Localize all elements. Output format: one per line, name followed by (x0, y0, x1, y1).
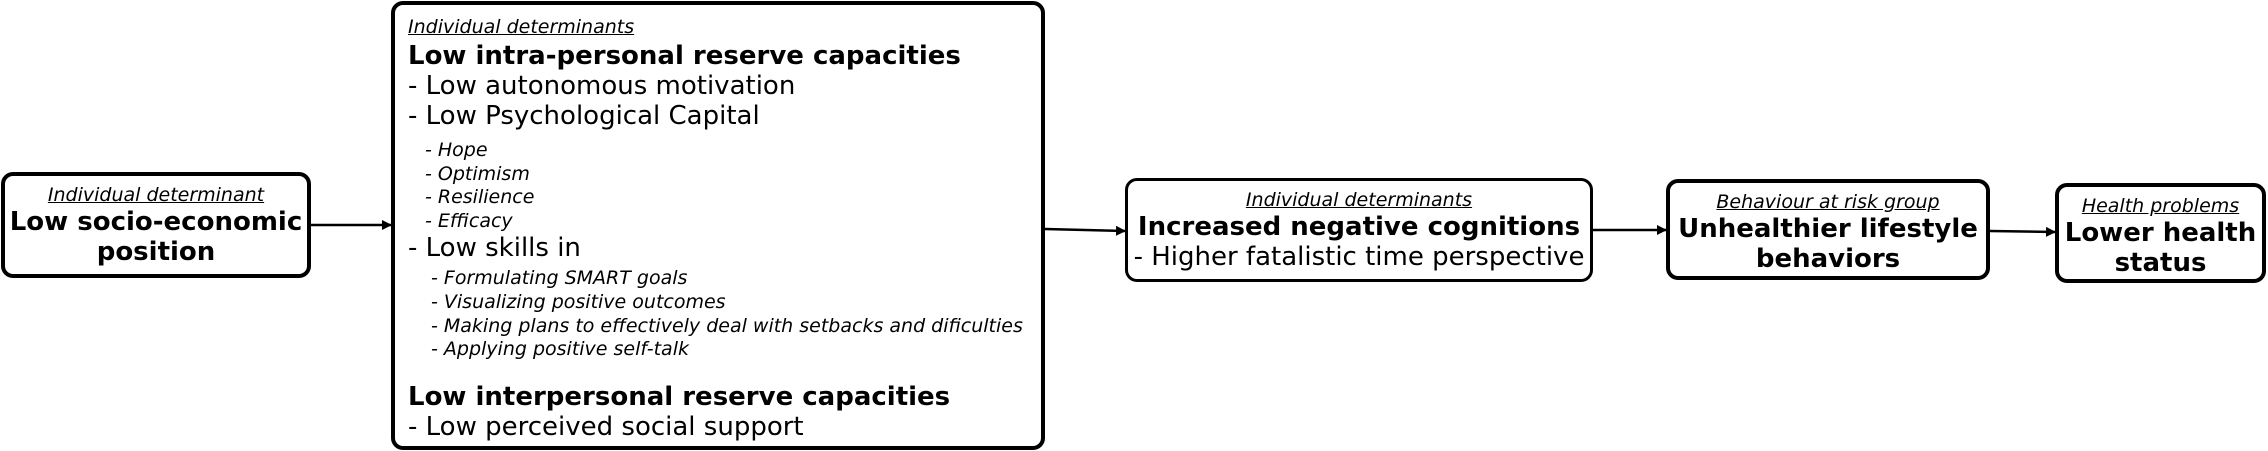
box-lifestyle-behaviors: Behaviour at risk group Unhealthier life… (1666, 179, 1990, 280)
box-category-label: Behaviour at risk group (1716, 191, 1940, 213)
box-category-label: Individual determinants (408, 16, 635, 38)
intra-personal-title: Low intra-personal reserve capacities (408, 41, 961, 71)
list-item: - Low Psychological Capital (408, 101, 760, 131)
box-title-line: Low socio-economic (9, 207, 303, 237)
sub-list-item: - Resilience (425, 186, 535, 209)
arrow-reserve-to-cognitions (1044, 225, 1126, 236)
sub-list-item: - Optimism (425, 162, 530, 185)
box-category-label: Individual determinants (1245, 189, 1473, 211)
box-title: Increased negative cognitions (1137, 212, 1581, 242)
box-title-line: Unhealthier lifestyle (1678, 214, 1978, 244)
box-title-line: position (96, 237, 216, 267)
skills-heading: - Low skills in (408, 233, 581, 264)
box-category-label: Individual determinant (47, 184, 265, 206)
box-health-status: Health problems Lower health status (2055, 183, 2266, 283)
sub-list-item: - Formulating SMART goals (431, 267, 688, 290)
sub-list-item: - Making plans to effectively deal with … (431, 314, 1023, 337)
sub-list-item: - Visualizing positive outcomes (431, 290, 726, 313)
box-socio-economic-position: Individual determinant Low socio-economi… (1, 172, 311, 278)
list-item: - Higher fatalistic time perspective (1133, 242, 1585, 272)
sub-list-item: - Efficacy (425, 209, 513, 232)
box-title-line: Lower health (2064, 218, 2257, 248)
box-reserve-capacities: Individual determinants Low intra-person… (391, 1, 1045, 450)
interpersonal-title: Low interpersonal reserve capacities (408, 381, 951, 412)
box-title-line: behaviors (1755, 244, 1901, 274)
box-category-label: Health problems (2081, 195, 2240, 217)
sub-list-item: - Hope (425, 139, 488, 161)
box-negative-cognitions: Individual determinants Increased negati… (1125, 178, 1593, 282)
box-title-line: status (2114, 248, 2207, 278)
sub-list-item: - Applying positive self-talk (431, 338, 689, 361)
list-item: - Low perceived social support (408, 411, 804, 442)
arrow-behaviour-to-health (1989, 226, 2056, 237)
list-item: - Low autonomous motivation (408, 71, 796, 101)
